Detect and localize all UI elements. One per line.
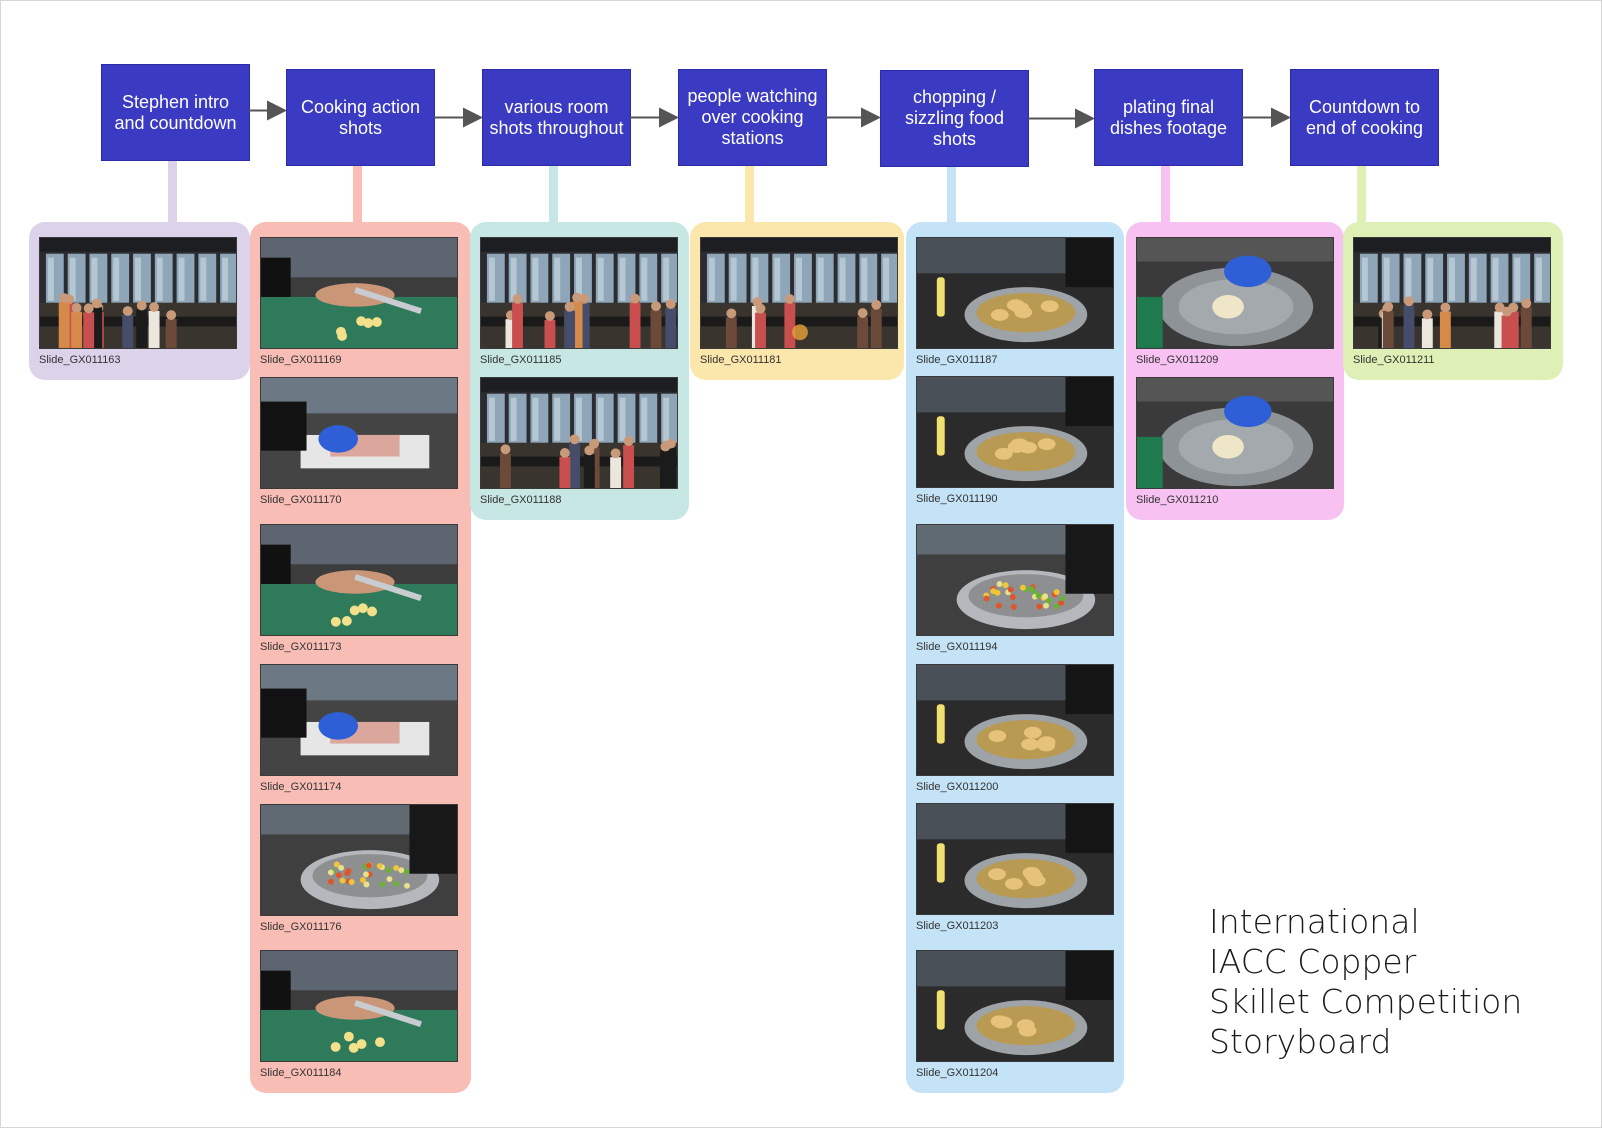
stage-header[interactable]: Cooking action shots	[287, 70, 434, 165]
stage-column-salmon	[250, 222, 471, 1093]
thumbnail-image[interactable]	[260, 237, 458, 349]
thumbnail-caption: Slide_GX011210	[1136, 494, 1219, 506]
stage-column-blue	[906, 222, 1124, 1093]
thumbnail-caption: Slide_GX011184	[260, 1067, 342, 1079]
thumbnail-image[interactable]	[260, 377, 458, 489]
thumbnail-image[interactable]	[260, 524, 458, 636]
thumbnail-caption: Slide_GX011209	[1136, 354, 1219, 366]
thumbnail-caption: Slide_GX011211	[1353, 354, 1435, 366]
thumbnail-caption: Slide_GX011203	[916, 920, 999, 932]
stage-connector	[1160, 165, 1170, 222]
thumbnail-image[interactable]	[700, 237, 898, 349]
thumbnail-caption: Slide_GX011176	[260, 921, 342, 933]
stage-header[interactable]: people watching over cooking stations	[679, 70, 826, 165]
thumbnail-image[interactable]	[916, 524, 1114, 636]
thumbnail-image[interactable]	[1136, 237, 1334, 349]
thumbnail-image[interactable]	[480, 237, 678, 349]
thumbnail-caption: Slide_GX011174	[260, 781, 342, 793]
stage-connector	[744, 165, 754, 222]
thumbnail-image[interactable]	[260, 664, 458, 776]
thumbnail-caption: Slide_GX011163	[39, 354, 121, 366]
thumbnail-image[interactable]	[916, 376, 1114, 488]
thumbnail-image[interactable]	[260, 950, 458, 1062]
thumbnail-caption: Slide_GX011185	[480, 354, 562, 366]
stage-header[interactable]: Stephen intro and countdown	[102, 65, 249, 160]
storyboard-title: International IACC Copper Skillet Compet…	[1209, 902, 1589, 1062]
stage-connector	[548, 165, 558, 222]
thumbnail-caption: Slide_GX011173	[260, 641, 342, 653]
thumbnail-caption: Slide_GX011204	[916, 1067, 999, 1079]
thumbnail-caption: Slide_GX011169	[260, 354, 342, 366]
thumbnail-image[interactable]	[916, 664, 1114, 776]
thumbnail-image[interactable]	[916, 950, 1114, 1062]
title-line: International	[1209, 902, 1420, 941]
thumbnail-image[interactable]	[916, 237, 1114, 349]
stage-connector	[1356, 165, 1366, 222]
thumbnail-image[interactable]	[1353, 237, 1551, 349]
thumbnail-image[interactable]	[260, 804, 458, 916]
stage-header[interactable]: various room shots throughout	[483, 70, 630, 165]
thumbnail-image[interactable]	[480, 377, 678, 489]
thumbnail-caption: Slide_GX011190	[916, 493, 998, 505]
stage-header[interactable]: chopping / sizzling food shots	[881, 71, 1028, 166]
title-line: IACC Copper	[1209, 942, 1417, 981]
stage-connector	[167, 160, 177, 222]
thumbnail-caption: Slide_GX011187	[916, 354, 998, 366]
thumbnail-caption: Slide_GX011194	[916, 641, 998, 653]
title-line: Skillet Competition	[1209, 982, 1523, 1021]
thumbnail-caption: Slide_GX011188	[480, 494, 562, 506]
thumbnail-caption: Slide_GX011200	[916, 781, 999, 793]
title-line: Storyboard	[1209, 1022, 1392, 1061]
thumbnail-image[interactable]	[1136, 377, 1334, 489]
stage-header[interactable]: plating final dishes footage	[1095, 70, 1242, 165]
stage-connector	[946, 166, 956, 222]
thumbnail-image[interactable]	[916, 803, 1114, 915]
thumbnail-image[interactable]	[39, 237, 237, 349]
thumbnail-caption: Slide_GX011181	[700, 354, 782, 366]
thumbnail-caption: Slide_GX011170	[260, 494, 342, 506]
stage-connector	[352, 165, 362, 222]
stage-header[interactable]: Countdown to end of cooking	[1291, 70, 1438, 165]
